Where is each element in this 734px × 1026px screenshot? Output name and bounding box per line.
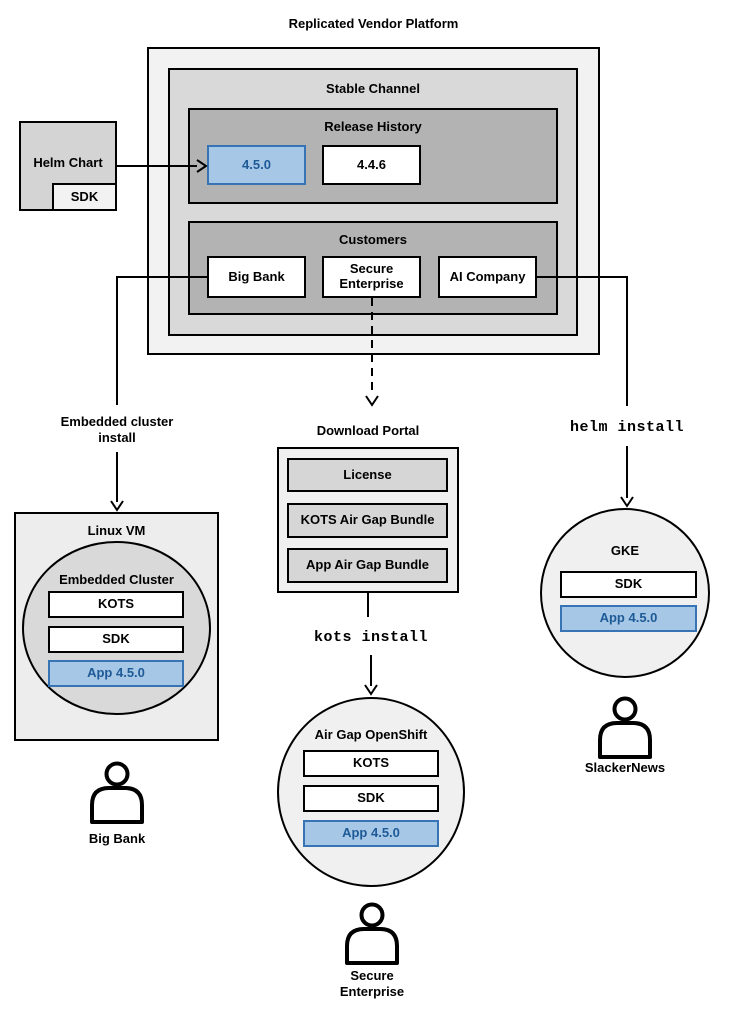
embedded-cluster-label: Embedded Cluster xyxy=(59,572,174,587)
customer-secure-enterprise: Secure Enterprise xyxy=(322,256,421,298)
portal-app-bundle-box: App Air Gap Bundle xyxy=(287,548,448,583)
airgap-openshift-label: Air Gap OpenShift xyxy=(314,727,428,742)
helm-sdk-box: SDK xyxy=(52,183,117,211)
stable-channel-label: Stable Channel xyxy=(326,81,420,96)
customers-label: Customers xyxy=(339,232,407,247)
gke-app-box: App 4.5.0 xyxy=(560,605,697,632)
vm-kots-box: KOTS xyxy=(48,591,184,618)
airgap-kots-box: KOTS xyxy=(303,750,439,777)
portal-kots-bundle-box: KOTS Air Gap Bundle xyxy=(287,503,448,538)
release-4-4-6: 4.4.6 xyxy=(322,145,421,185)
customer-ai-company: AI Company xyxy=(438,256,537,298)
airgap-sdk-box: SDK xyxy=(303,785,439,812)
person-icon xyxy=(345,902,399,965)
airgap-app-box: App 4.5.0 xyxy=(303,820,439,847)
user-secure-enterprise-label: Secure Enterprise xyxy=(339,968,405,1000)
vm-app-box: App 4.5.0 xyxy=(48,660,184,687)
helm-chart-label: Helm Chart xyxy=(33,155,103,170)
linux-vm-label: Linux VM xyxy=(87,523,146,538)
customer-big-bank: Big Bank xyxy=(207,256,306,298)
person-icon xyxy=(598,696,652,759)
vm-sdk-box: SDK xyxy=(48,626,184,653)
gke-sdk-box: SDK xyxy=(560,571,697,598)
diagram-title: Replicated Vendor Platform xyxy=(288,16,459,31)
user-big-bank-label: Big Bank xyxy=(88,831,146,846)
release-4-5-0: 4.5.0 xyxy=(207,145,306,185)
person-icon xyxy=(90,761,144,824)
download-portal-label: Download Portal xyxy=(316,423,420,438)
user-slackernews-label: SlackerNews xyxy=(584,760,666,775)
helm-install-label: helm install xyxy=(569,419,685,436)
portal-license-box: License xyxy=(287,458,448,492)
kots-install-label: kots install xyxy=(313,629,429,646)
gke-label: GKE xyxy=(610,543,640,558)
embedded-cluster-install-label: Embedded cluster install xyxy=(60,414,174,446)
release-history-label: Release History xyxy=(324,119,422,134)
